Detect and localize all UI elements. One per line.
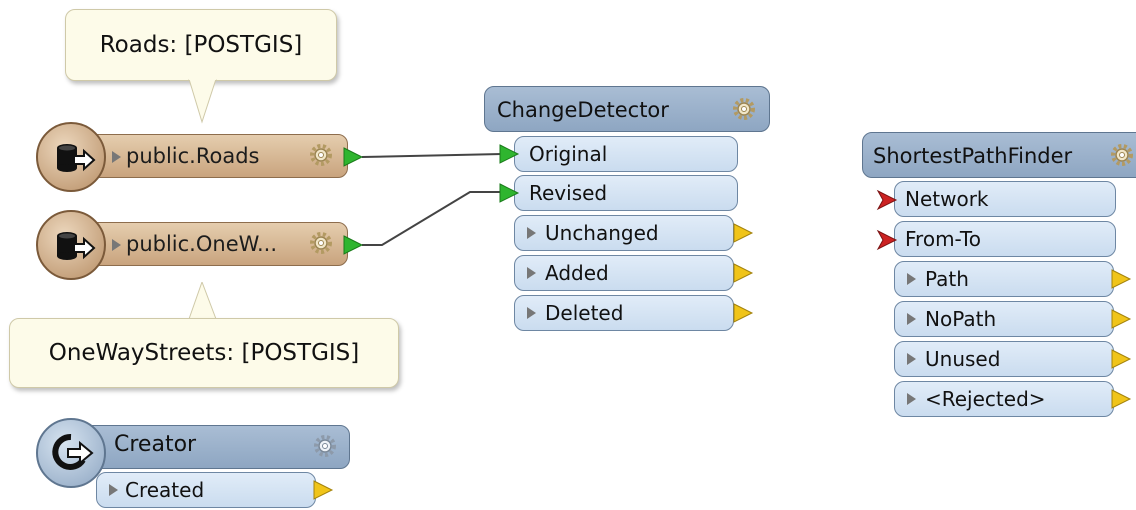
output-port-path[interactable]: Path bbox=[894, 261, 1114, 297]
port-label: Path bbox=[925, 267, 969, 291]
required-input-flag-icon[interactable] bbox=[876, 189, 898, 211]
annotation-roads[interactable]: Roads: [POSTGIS] bbox=[65, 9, 337, 81]
annotation-roads-text: Roads: [POSTGIS] bbox=[99, 32, 303, 58]
annotation-oneway[interactable]: OneWayStreets: [POSTGIS] bbox=[9, 318, 399, 388]
change-detector-header[interactable]: ChangeDetector bbox=[484, 86, 770, 132]
port-label: Deleted bbox=[545, 301, 624, 325]
shortest-path-finder-header[interactable]: ShortestPathFinder bbox=[862, 132, 1136, 178]
port-label: NoPath bbox=[925, 307, 997, 331]
port-label: Network bbox=[905, 187, 989, 211]
creator-output-created[interactable]: Created bbox=[96, 472, 316, 508]
output-port-arrow-icon[interactable] bbox=[732, 262, 754, 284]
reader-oneway-body[interactable] bbox=[76, 222, 348, 266]
required-input-flag-icon[interactable] bbox=[876, 229, 898, 251]
gear-icon[interactable] bbox=[308, 230, 334, 256]
annotation-roads-tail bbox=[188, 79, 217, 124]
creator-header[interactable] bbox=[76, 425, 350, 469]
port-label: From-To bbox=[905, 227, 981, 251]
expand-triangle-icon[interactable] bbox=[907, 393, 916, 405]
output-port-unused[interactable]: Unused bbox=[894, 341, 1114, 377]
output-port-arrow-icon[interactable] bbox=[732, 222, 754, 244]
port-label: Unchanged bbox=[545, 221, 659, 245]
expand-triangle-icon[interactable] bbox=[907, 273, 916, 285]
input-port-revised[interactable]: Revised bbox=[514, 175, 738, 211]
connection-roads-original bbox=[361, 153, 503, 158]
port-label: Created bbox=[125, 478, 205, 502]
creator-title: Creator bbox=[114, 432, 197, 457]
shortest-path-finder-title: ShortestPathFinder bbox=[873, 144, 1073, 168]
expand-triangle-icon[interactable] bbox=[112, 151, 121, 163]
expand-triangle-icon[interactable] bbox=[112, 239, 121, 251]
reader-roads-label: public.Roads bbox=[126, 144, 260, 168]
output-port-added[interactable]: Added bbox=[514, 255, 734, 291]
output-port-deleted[interactable]: Deleted bbox=[514, 295, 734, 331]
port-label: <Rejected> bbox=[925, 387, 1046, 411]
output-port-unchanged[interactable]: Unchanged bbox=[514, 215, 734, 251]
output-port-rejected[interactable]: <Rejected> bbox=[894, 381, 1114, 417]
expand-triangle-icon[interactable] bbox=[527, 267, 536, 279]
gear-icon[interactable] bbox=[312, 433, 338, 459]
creator-transformer[interactable]: Creator Created bbox=[36, 418, 356, 510]
gear-icon[interactable] bbox=[308, 142, 334, 168]
change-detector-transformer[interactable]: ChangeDetector Original Revised Unchange… bbox=[484, 86, 770, 336]
port-label: Original bbox=[529, 142, 608, 166]
database-reader-icon bbox=[36, 210, 106, 280]
reader-oneway-label: public.OneW... bbox=[126, 232, 277, 256]
shortest-path-finder-transformer[interactable]: ShortestPathFinder Network From-To Path … bbox=[862, 132, 1136, 424]
input-port-from-to[interactable]: From-To bbox=[894, 221, 1116, 257]
change-detector-title: ChangeDetector bbox=[497, 98, 669, 122]
expand-triangle-icon[interactable] bbox=[907, 353, 916, 365]
reader-roads[interactable]: public.Roads bbox=[36, 122, 366, 192]
output-port-arrow-icon[interactable] bbox=[1110, 268, 1132, 290]
reader-oneway[interactable]: public.OneW... bbox=[36, 210, 366, 280]
port-label: Unused bbox=[925, 347, 1001, 371]
port-label: Revised bbox=[529, 181, 608, 205]
expand-triangle-icon[interactable] bbox=[907, 313, 916, 325]
expand-triangle-icon[interactable] bbox=[109, 484, 118, 496]
input-port-network[interactable]: Network bbox=[894, 181, 1116, 217]
output-port-arrow-icon[interactable] bbox=[342, 234, 364, 256]
output-port-arrow-icon[interactable] bbox=[732, 302, 754, 324]
expand-triangle-icon[interactable] bbox=[527, 307, 536, 319]
creator-circle-icon bbox=[36, 418, 106, 488]
output-port-nopath[interactable]: NoPath bbox=[894, 301, 1114, 337]
input-port-arrow-icon[interactable] bbox=[498, 182, 520, 204]
output-port-arrow-icon[interactable] bbox=[342, 146, 364, 168]
annotation-oneway-text: OneWayStreets: [POSTGIS] bbox=[48, 340, 360, 366]
gear-icon[interactable] bbox=[1109, 142, 1135, 168]
reader-roads-body[interactable] bbox=[76, 134, 348, 178]
database-reader-icon bbox=[36, 122, 106, 192]
output-port-arrow-icon[interactable] bbox=[312, 479, 334, 501]
output-port-arrow-icon[interactable] bbox=[1110, 308, 1132, 330]
gear-icon[interactable] bbox=[731, 96, 757, 122]
expand-triangle-icon[interactable] bbox=[527, 227, 536, 239]
output-port-arrow-icon[interactable] bbox=[1110, 348, 1132, 370]
connection-oneway-revised bbox=[362, 191, 502, 246]
port-label: Added bbox=[545, 261, 609, 285]
annotation-oneway-tail bbox=[188, 282, 217, 320]
input-port-original[interactable]: Original bbox=[514, 136, 738, 172]
output-port-arrow-icon[interactable] bbox=[1110, 388, 1132, 410]
input-port-arrow-icon[interactable] bbox=[498, 143, 520, 165]
